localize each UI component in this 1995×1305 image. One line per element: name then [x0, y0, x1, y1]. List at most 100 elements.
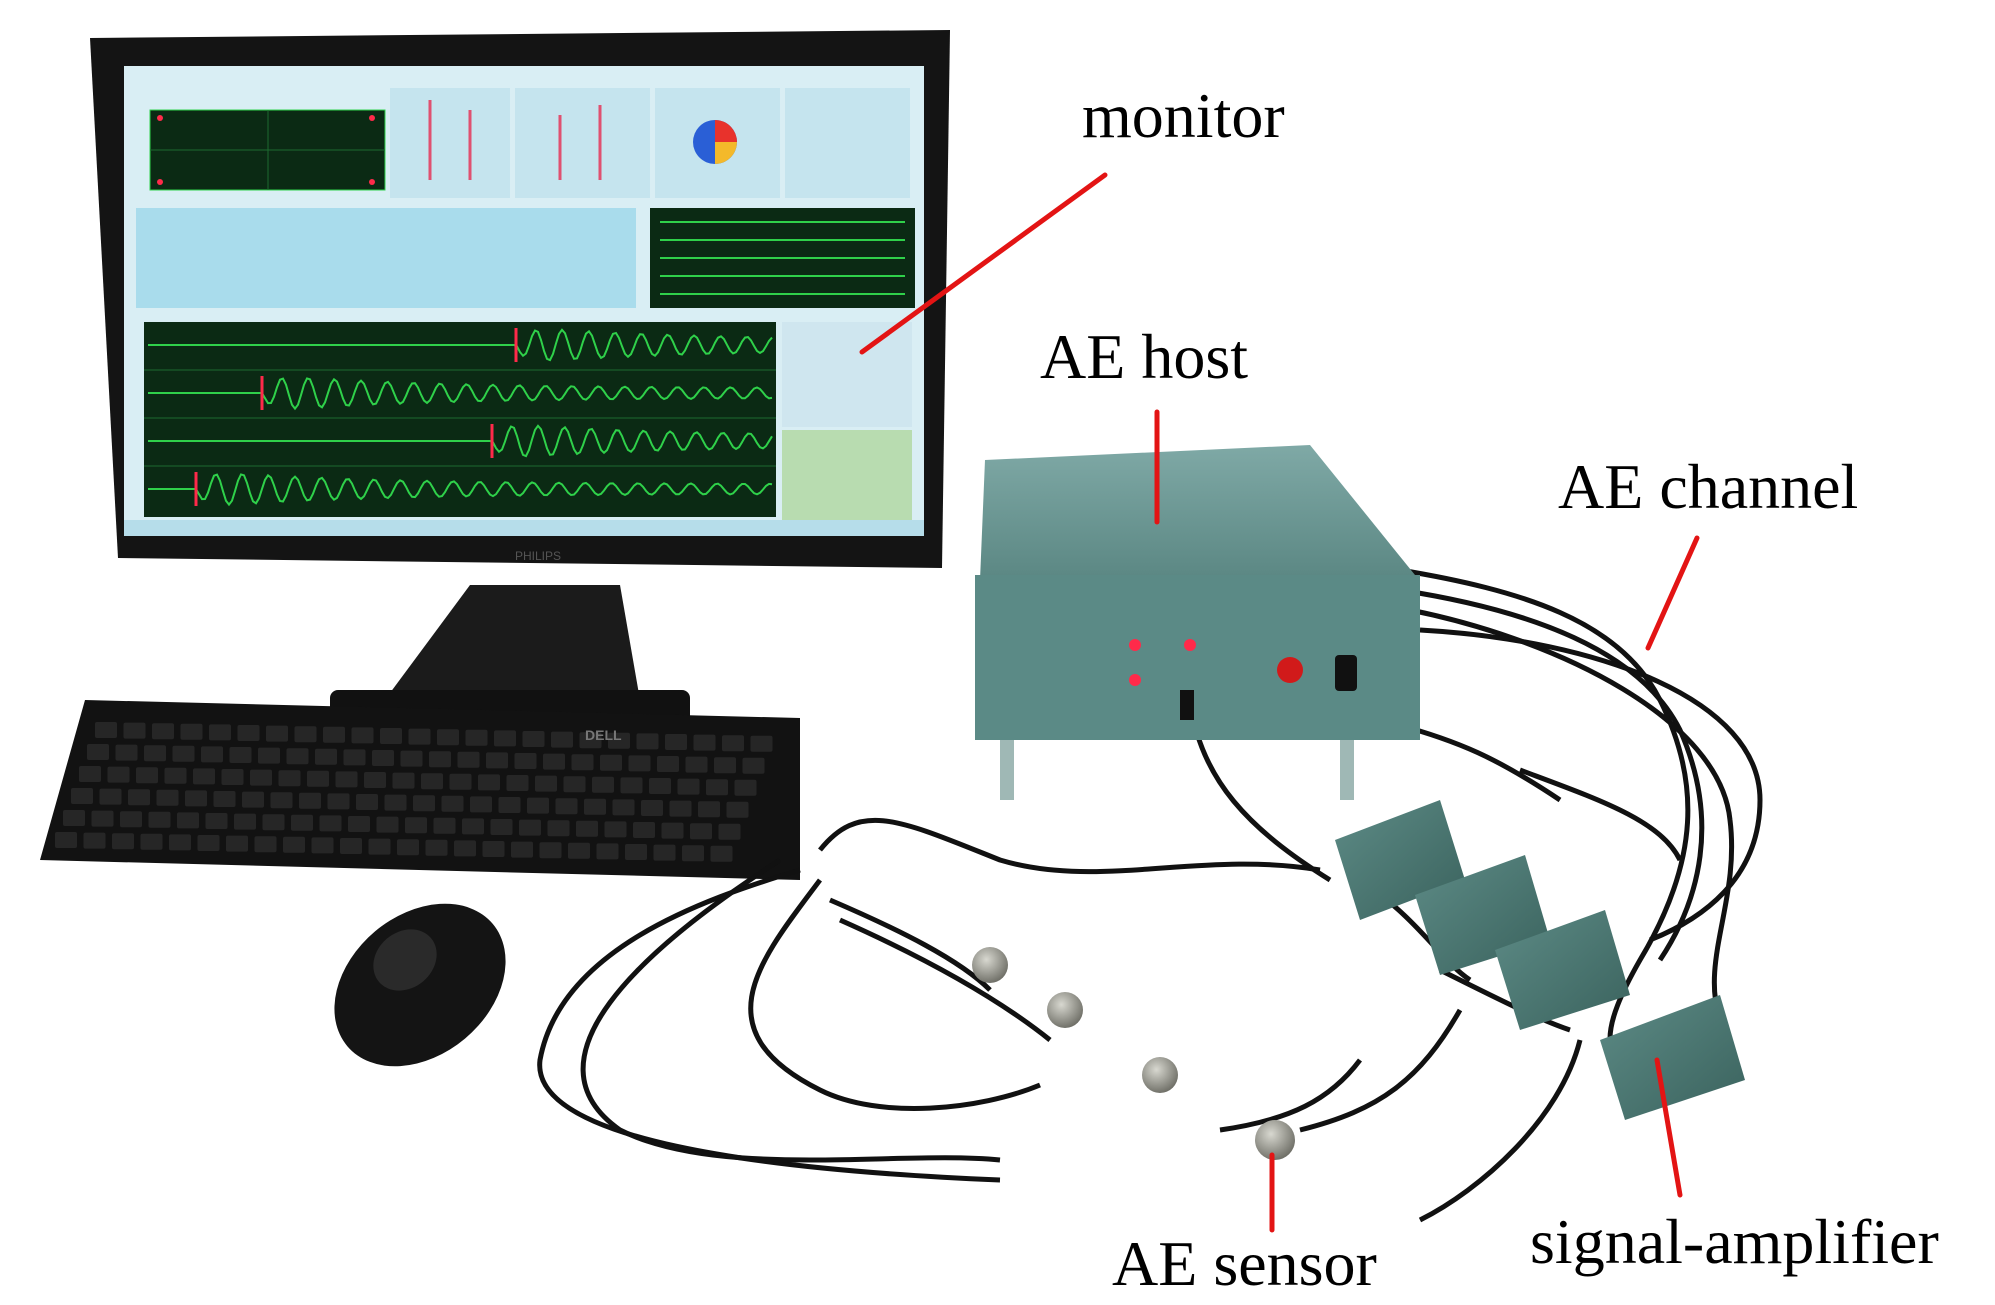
keyboard-key: [270, 792, 293, 809]
keyboard-key: [514, 753, 537, 769]
keyboard-key: [690, 823, 712, 840]
keyboard-key: [128, 789, 150, 806]
led-1: [1129, 639, 1141, 651]
keyboard-key: [294, 726, 317, 743]
keyboard-key: [307, 770, 329, 787]
amplifier-3: [1495, 910, 1630, 1030]
keyboard-key: [209, 724, 231, 741]
keyboard-key: [490, 819, 513, 835]
keyboard-key: [522, 731, 545, 747]
led-2: [1184, 639, 1196, 651]
keyboard-key: [286, 748, 309, 765]
keyboard-key: [604, 821, 627, 838]
keyboard-key: [319, 815, 342, 832]
waveform-panel: [144, 322, 776, 517]
keyboard-key: [498, 797, 521, 813]
keyboard-key: [596, 843, 619, 860]
keyboard-key: [682, 845, 704, 862]
label-ae-sensor: AE sensor: [1112, 1228, 1377, 1299]
monitor: PHILIPS: [90, 30, 950, 730]
keyboard-key: [429, 751, 451, 768]
waveform-ch3: [148, 424, 773, 458]
leader-signal-amplifier: [1654, 1057, 1683, 1198]
keyboard-key: [547, 820, 570, 837]
keyboard-key: [278, 770, 301, 787]
keyboard-key: [380, 728, 402, 744]
mouse: [334, 903, 506, 1067]
keyboard-key: [685, 756, 708, 773]
keyboard-key: [620, 777, 643, 794]
signal-amplifiers: [1335, 800, 1745, 1120]
keyboard-brand: DELL: [585, 727, 622, 743]
sensor-4: [1255, 1120, 1295, 1160]
keyboard-key: [649, 778, 671, 794]
sensor-3: [1142, 1057, 1178, 1093]
keyboard-key: [169, 834, 191, 851]
leader-lines: [859, 172, 1700, 1233]
keyboard-key: [449, 773, 472, 790]
keyboard-key: [152, 723, 174, 740]
keyboard-key: [470, 796, 492, 813]
scatter-panel: [785, 88, 910, 198]
keyboard-key: [706, 779, 728, 796]
keyboard-key: [140, 833, 163, 850]
led-3: [1129, 674, 1141, 686]
keyboard-key: [368, 838, 391, 855]
leader-monitor: [859, 172, 1108, 355]
data-table-panel: [136, 208, 636, 308]
keyboard-key: [571, 754, 594, 771]
keyboard-key: [397, 839, 419, 856]
keyboard-key: [376, 816, 399, 833]
power-switch: [1335, 655, 1357, 691]
bar-panel-1: [390, 88, 510, 198]
keyboard-key: [185, 790, 207, 807]
cables: [537, 567, 1763, 1223]
keyboard-key: [506, 775, 529, 791]
keyboard-key: [718, 823, 741, 840]
label-ae-channel: AE channel: [1558, 451, 1859, 522]
keyboard-key: [392, 772, 415, 789]
keyboard-key: [437, 729, 459, 746]
amplifier-4: [1600, 995, 1745, 1120]
keyboard-key: [63, 810, 85, 826]
keyboard-key: [661, 822, 684, 839]
keyboard-key: [698, 801, 720, 818]
keyboard-key: [79, 766, 101, 782]
keyboard-key: [156, 789, 179, 806]
keyboard-key: [408, 728, 431, 745]
keyboard-key: [568, 842, 590, 859]
keyboard-key: [258, 747, 280, 764]
keyboard-key: [254, 836, 277, 853]
keyboard-key: [535, 775, 557, 792]
keyboard-key: [454, 840, 476, 857]
keyboard-key: [177, 812, 199, 829]
keyboard-key: [584, 798, 606, 815]
keyboard-key: [115, 744, 138, 761]
keyboard-key: [55, 832, 77, 848]
keyboard-key: [669, 800, 692, 817]
keyboard-key: [579, 732, 602, 749]
label-ae-host: AE host: [1040, 321, 1248, 392]
keyboard-key: [478, 774, 500, 791]
keyboard-key: [714, 757, 736, 774]
keyboard-key: [657, 756, 679, 772]
keyboard-key: [592, 776, 614, 793]
keyboard-key: [120, 811, 142, 828]
keyboard-key: [335, 771, 358, 788]
keyboard-key: [148, 811, 171, 828]
keyboard-key: [262, 814, 285, 831]
waveform-ch1: [148, 328, 773, 362]
ae-sensors: [972, 947, 1295, 1160]
keyboard-key: [315, 748, 337, 765]
monitor-stand: [370, 585, 640, 720]
side-panel-lower: [782, 430, 912, 520]
keyboard-key: [527, 797, 549, 814]
usb-port: [1180, 690, 1194, 720]
keyboard-key: [555, 798, 578, 815]
keyboard-key: [405, 817, 427, 834]
keyboard-key: [71, 788, 93, 804]
keyboard-key: [600, 754, 622, 771]
keyboard-key: [291, 814, 313, 831]
keyboard-key: [172, 745, 195, 762]
keyboard-key: [83, 832, 106, 849]
